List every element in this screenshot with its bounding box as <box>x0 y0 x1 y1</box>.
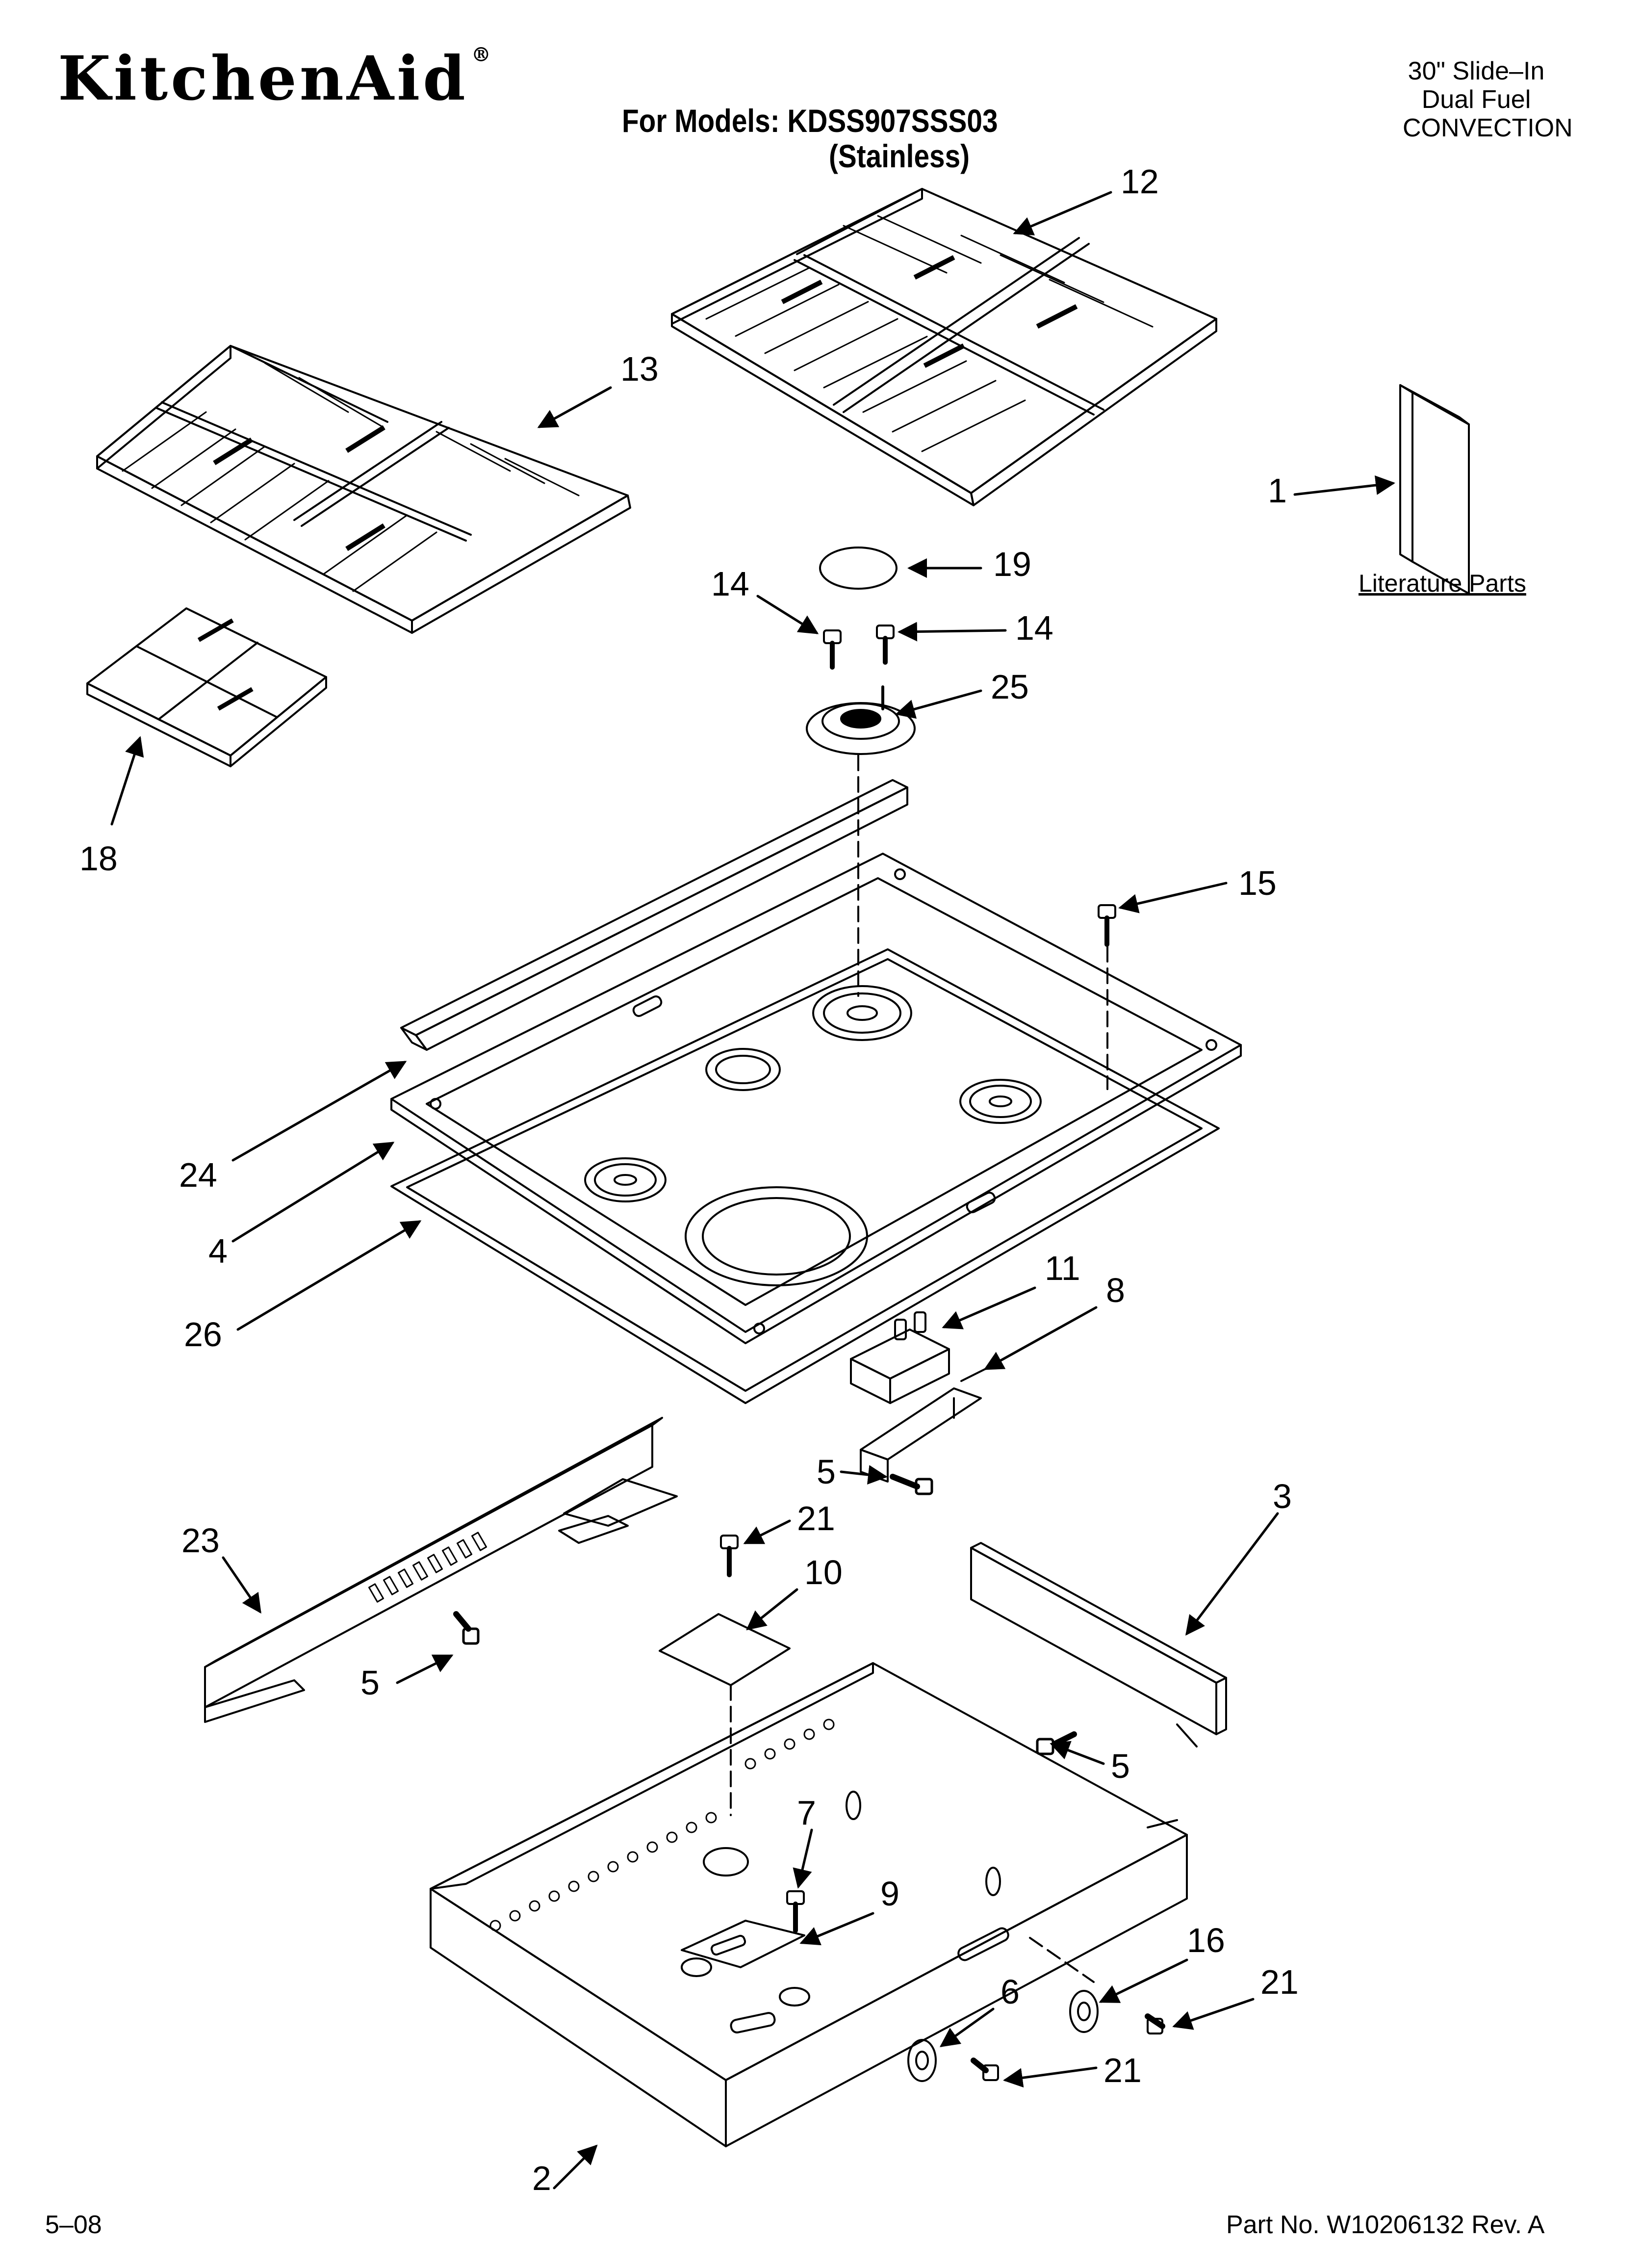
leader-21-top <box>743 1519 791 1544</box>
models-line: For Models: KDSS907SSS03 <box>622 103 998 139</box>
callout-5-top: 5 <box>817 1453 836 1491</box>
leader-6 <box>939 2007 995 2047</box>
callout-21-top: 21 <box>797 1499 835 1538</box>
part-21-screws <box>720 1535 1165 2081</box>
callout-10: 10 <box>804 1553 843 1591</box>
callout-13: 13 <box>620 350 659 388</box>
part-4-cooktop <box>390 853 1242 1344</box>
leader-3 <box>1185 1512 1279 1636</box>
part-18-small-grate <box>86 607 327 767</box>
callout-5-left: 5 <box>360 1664 380 1702</box>
callout-11: 11 <box>1045 1249 1080 1287</box>
leader-8 <box>983 1306 1098 1370</box>
footer-part-number: Part No. W10206132 Rev. A <box>1226 2211 1545 2239</box>
callout-3: 3 <box>1273 1477 1292 1515</box>
leader-10 <box>746 1588 798 1631</box>
product-line-3: CONVECTION <box>1403 114 1573 142</box>
callout-19: 19 <box>993 545 1031 583</box>
part-15-screw <box>1098 904 1116 947</box>
part-7-screw <box>786 1890 805 1933</box>
leader-5-top <box>840 1465 888 1485</box>
leader-14-right <box>898 622 1007 642</box>
callout-5-right: 5 <box>1111 1747 1130 1785</box>
callout-1: 1 <box>1268 471 1287 510</box>
callout-6: 6 <box>1001 1973 1020 2011</box>
part-10-heat-shield <box>659 1613 791 1816</box>
callout-24: 24 <box>179 1156 217 1194</box>
product-description: 30" Slide–In Dual Fuel CONVECTION <box>1403 57 1573 142</box>
part-14-screws <box>823 625 895 670</box>
leader-7 <box>793 1828 813 1889</box>
leader-25 <box>895 689 982 719</box>
leader-16 <box>1099 1958 1188 2003</box>
callout-9: 9 <box>880 1875 899 1913</box>
brand-name: KitchenAid <box>58 43 468 114</box>
callout-16: 16 <box>1187 1921 1225 1959</box>
part-8-bracket <box>860 1368 987 1483</box>
part-25-burner-base <box>806 685 916 755</box>
leader-9 <box>799 1912 874 1946</box>
product-line-1: 30" Slide–In <box>1408 57 1545 85</box>
leader-5-left <box>396 1654 454 1684</box>
leader-11 <box>942 1286 1036 1330</box>
callout-21-bottom: 21 <box>1103 2051 1142 2089</box>
kitchenaid-logo: KitchenAid® <box>58 43 494 114</box>
leader-2 <box>553 2144 598 2190</box>
part-6-leg-bracket <box>907 2039 937 2082</box>
part-26-gasket <box>390 948 1220 1404</box>
leader-23 <box>222 1556 261 1614</box>
leader-4 <box>231 1142 395 1243</box>
callout-12: 12 <box>1121 162 1159 201</box>
part-1-literature <box>1399 384 1470 595</box>
leader-12 <box>1013 191 1112 235</box>
callout-8: 8 <box>1106 1271 1125 1309</box>
callout-21-right: 21 <box>1260 1963 1299 2001</box>
literature-parts-label: Literature Parts <box>1359 570 1526 597</box>
part-19-burner-cap <box>819 547 898 590</box>
part-2-base-pan <box>430 1662 1188 2147</box>
part-24-front-rail <box>400 779 908 1051</box>
callout-4: 4 <box>208 1232 228 1270</box>
part-12-grate-pair <box>671 188 1217 506</box>
part-23-side-rail <box>204 1417 678 1723</box>
callout-14-right: 14 <box>1015 609 1053 647</box>
callout-25: 25 <box>991 668 1029 706</box>
leader-1 <box>1293 475 1395 496</box>
callout-2: 2 <box>532 2159 551 2197</box>
leader-5-right <box>1050 1741 1105 1765</box>
callout-7: 7 <box>797 1794 816 1832</box>
leader-lines <box>110 191 1395 2190</box>
part-13-grate <box>96 345 631 634</box>
cooktop-burner-ports <box>584 985 1042 1286</box>
leader-26 <box>236 1220 422 1331</box>
leader-15 <box>1118 882 1228 913</box>
part-9-bracket <box>681 1920 805 1968</box>
product-line-2: Dual Fuel <box>1421 85 1531 114</box>
footer-date: 5–08 <box>45 2211 102 2239</box>
callout-15: 15 <box>1238 864 1277 902</box>
callout-26: 26 <box>184 1315 222 1354</box>
leader-21-bottom <box>1003 2066 1098 2088</box>
part-11-spark-module <box>850 1311 950 1404</box>
callout-14-left: 14 <box>711 565 749 603</box>
leader-18 <box>110 736 144 826</box>
leader-14-left <box>756 595 819 634</box>
leader-21-right <box>1172 1998 1255 2030</box>
callout-18: 18 <box>79 839 118 878</box>
leader-24 <box>231 1061 407 1162</box>
callout-23: 23 <box>181 1521 220 1560</box>
part-3-rear-rail <box>970 1542 1227 1747</box>
registered-mark: ® <box>471 43 494 66</box>
leader-13 <box>537 386 612 428</box>
part-16-leg-bracket <box>1069 1990 1099 2033</box>
finish-line: (Stainless) <box>829 138 970 174</box>
